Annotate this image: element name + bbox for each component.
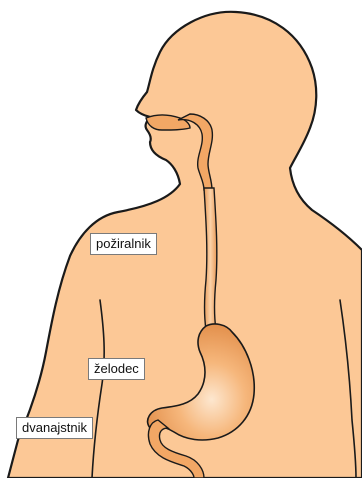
duodenum-label: dvanajstnik (16, 417, 93, 439)
esophagus-label: požiralnik (90, 233, 157, 255)
stomach-label: želodec (88, 358, 145, 380)
